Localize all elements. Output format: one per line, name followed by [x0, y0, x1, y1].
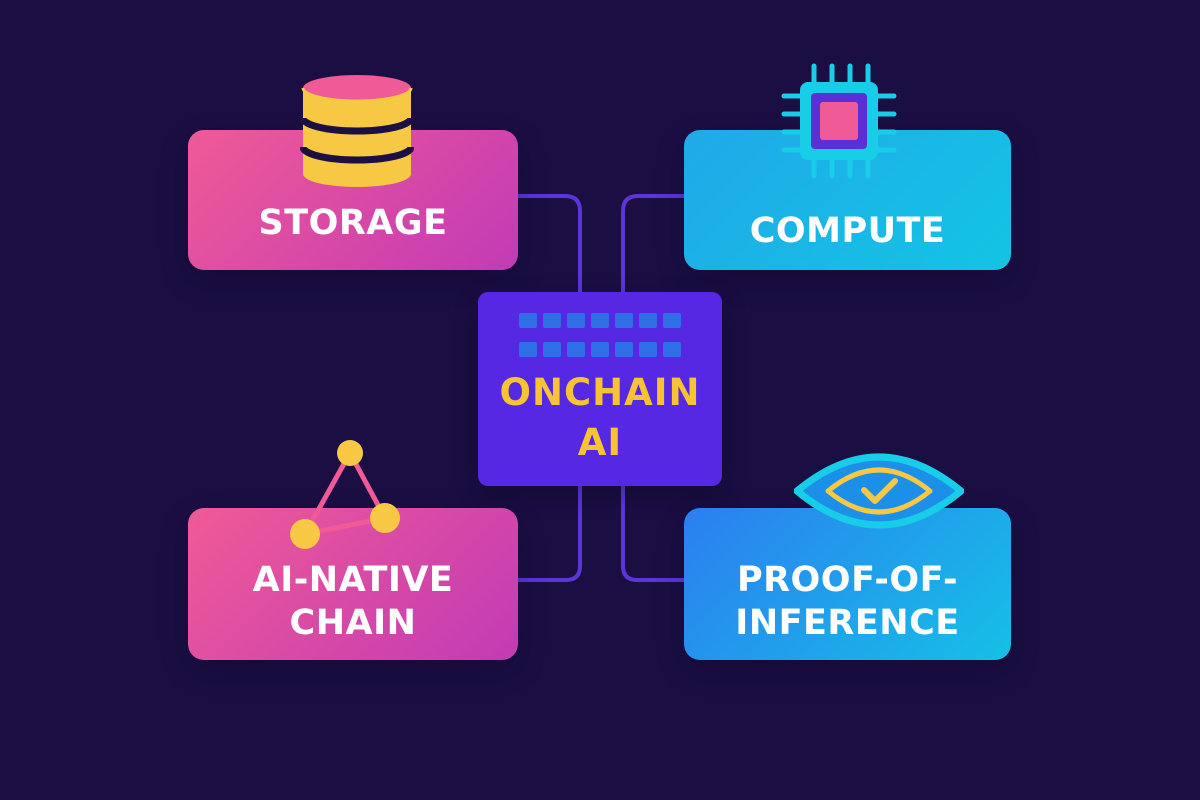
- chain-card: AI-NATIVE CHAIN: [188, 508, 518, 660]
- storage-label: STORAGE: [258, 203, 448, 243]
- connector-inference: [621, 484, 686, 582]
- chain-label-line2: CHAIN: [289, 603, 417, 643]
- database-icon: [300, 75, 414, 187]
- center-label-line2: AI: [577, 421, 623, 464]
- eye-check-icon: [794, 453, 964, 529]
- inference-label-line1: PROOF-OF-: [736, 560, 959, 600]
- compute-label: COMPUTE: [749, 211, 946, 251]
- connector-storage: [516, 194, 582, 294]
- network-triangle-icon: [290, 440, 400, 549]
- inference-card: PROOF-OF- INFERENCE: [684, 508, 1011, 660]
- cpu-chip-icon: [781, 63, 897, 179]
- connector-compute: [621, 194, 686, 294]
- center-label-line1: ONCHAIN: [499, 371, 701, 414]
- chain-label-line1: AI-NATIVE: [252, 560, 454, 600]
- inference-label-line2: INFERENCE: [735, 603, 960, 643]
- connector-chain: [516, 484, 582, 582]
- grid-icon: [519, 313, 681, 357]
